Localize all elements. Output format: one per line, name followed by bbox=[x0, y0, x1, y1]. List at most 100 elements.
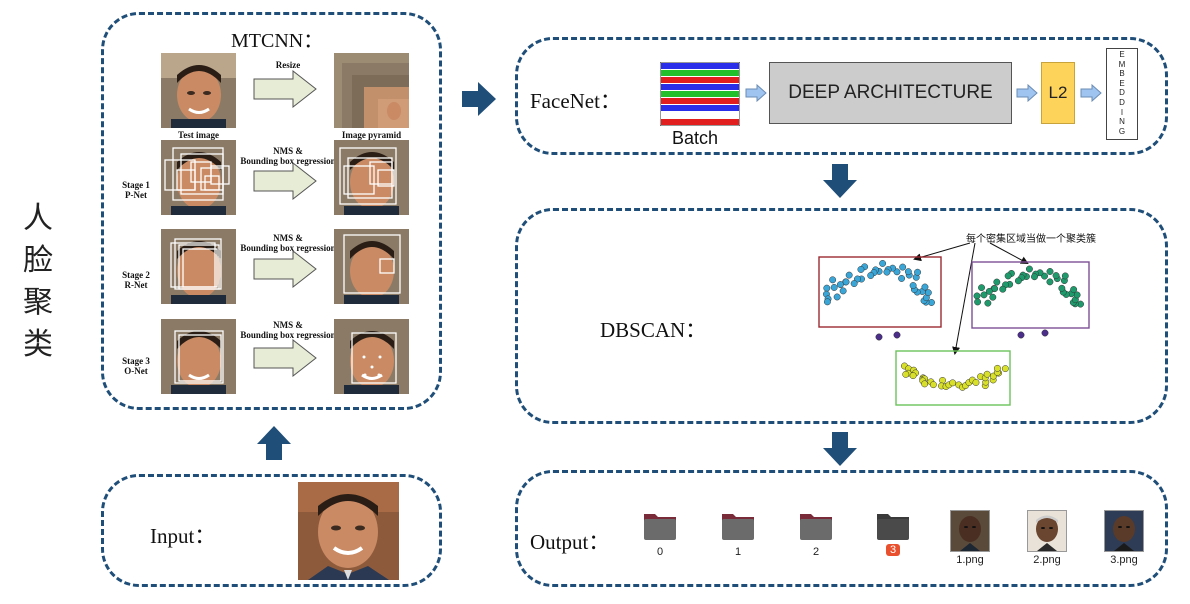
embedding-letter: I bbox=[1120, 107, 1124, 117]
cluster-point bbox=[899, 263, 907, 271]
dbscan-annotation: 每个密集区域当做一个聚类簇 bbox=[966, 234, 1096, 245]
folder-0[interactable]: 0 bbox=[640, 510, 680, 558]
embedding-letter: D bbox=[1119, 97, 1125, 107]
cluster-point bbox=[839, 287, 847, 295]
batch-label: Batch bbox=[672, 128, 719, 148]
cluster-point bbox=[829, 276, 837, 284]
cluster-point bbox=[978, 284, 985, 292]
cluster-point bbox=[921, 283, 929, 291]
mtcnn-panel bbox=[101, 12, 442, 410]
cluster-point bbox=[836, 281, 844, 289]
embedding-letter: E bbox=[1119, 78, 1125, 88]
noise-point bbox=[875, 333, 883, 341]
embedding-letter: B bbox=[1119, 69, 1125, 79]
cluster-point bbox=[857, 266, 865, 273]
stage1-name: Stage 1 bbox=[122, 180, 150, 190]
cluster-point bbox=[973, 292, 981, 300]
deep-architecture-box: DEEP ARCHITECTURE bbox=[769, 62, 1012, 124]
cluster-point bbox=[991, 285, 999, 293]
stage3-label: Stage 3 O-Net bbox=[113, 356, 159, 376]
cluster-point bbox=[902, 370, 910, 378]
folder-2[interactable]: 2 bbox=[796, 510, 836, 558]
cluster-point bbox=[1058, 284, 1066, 292]
down-arrow-1 bbox=[823, 164, 857, 198]
cluster-point bbox=[823, 298, 831, 306]
cluster-point bbox=[1046, 278, 1054, 286]
stage2-output-face bbox=[334, 229, 409, 304]
cluster-point bbox=[1052, 272, 1060, 280]
file-thumbnail bbox=[1104, 510, 1144, 552]
cluster-point bbox=[904, 268, 912, 276]
cluster-point bbox=[850, 280, 858, 288]
cluster-point bbox=[985, 287, 993, 295]
input-label: Input： bbox=[150, 524, 216, 548]
cluster-point bbox=[972, 379, 980, 386]
side-title-char: 人 bbox=[23, 201, 53, 236]
bbox-text: Bounding box regression bbox=[240, 330, 336, 340]
folder-icon bbox=[644, 514, 676, 540]
cluster-points-yellow bbox=[901, 362, 1009, 391]
down-arrow-2 bbox=[823, 432, 857, 466]
cluster-point bbox=[999, 285, 1007, 293]
side-title-char: 聚 bbox=[23, 285, 53, 320]
dbscan-label: DBSCAN： bbox=[600, 318, 707, 342]
output-panel bbox=[515, 470, 1168, 587]
bbox-text: Bounding box regression bbox=[240, 156, 336, 166]
cluster-point bbox=[983, 370, 991, 378]
stage3-net: O-Net bbox=[124, 366, 148, 376]
batch-to-deep-arrow bbox=[745, 84, 767, 102]
folder-3[interactable]: 3 bbox=[873, 510, 913, 556]
cluster-point bbox=[845, 271, 853, 279]
right-arrow bbox=[462, 82, 496, 116]
cluster-point bbox=[993, 364, 1001, 372]
facenet-panel bbox=[515, 37, 1168, 155]
cluster-point bbox=[949, 379, 957, 387]
resize-arrow bbox=[253, 70, 317, 108]
file-3[interactable]: 3.png bbox=[1101, 510, 1147, 566]
cluster-point bbox=[974, 298, 982, 306]
folder-label: 2 bbox=[812, 546, 820, 558]
batch-stack bbox=[660, 62, 740, 126]
cluster-point bbox=[1004, 272, 1012, 280]
embedding-letter: E bbox=[1119, 50, 1125, 59]
cluster-point bbox=[993, 278, 1001, 286]
folder-1[interactable]: 1 bbox=[718, 510, 758, 558]
stage1-input-face bbox=[161, 140, 236, 215]
stage3-input-face bbox=[161, 319, 236, 394]
file-name: 3.png bbox=[1110, 554, 1138, 566]
noise-point bbox=[893, 331, 901, 339]
stage2-arrow bbox=[253, 250, 317, 288]
cluster-point bbox=[1031, 273, 1038, 281]
cluster-point bbox=[842, 278, 850, 286]
cluster-point bbox=[898, 275, 906, 282]
annotation-arrow bbox=[989, 242, 1029, 264]
cluster-box-teal bbox=[971, 261, 1090, 329]
cluster-point bbox=[867, 272, 875, 279]
cluster-point bbox=[929, 381, 937, 389]
stage1-nms-label: NMS & Bounding box regression bbox=[230, 146, 346, 166]
file-1[interactable]: 1.png bbox=[947, 510, 993, 566]
cluster-point bbox=[909, 372, 917, 380]
stage3-output-face bbox=[334, 319, 409, 394]
embedding-letter: M bbox=[1118, 59, 1126, 69]
l2-box: L2 bbox=[1041, 62, 1075, 124]
noise-points bbox=[875, 329, 1049, 341]
side-title-char: 类 bbox=[23, 327, 53, 362]
cluster-point bbox=[879, 260, 887, 267]
bbox-text: Bounding box regression bbox=[240, 243, 336, 253]
cluster-point bbox=[833, 293, 841, 301]
input-face-image bbox=[298, 482, 399, 580]
stage2-nms-label: NMS & Bounding box regression bbox=[230, 233, 346, 253]
cluster-point bbox=[939, 376, 946, 384]
stage1-label: Stage 1 P-Net bbox=[113, 180, 159, 200]
cluster-point bbox=[1070, 286, 1078, 293]
file-2[interactable]: 2.png bbox=[1024, 510, 1070, 566]
pyramid-image bbox=[334, 53, 409, 128]
cluster-point bbox=[980, 291, 988, 299]
facenet-label: FaceNet： bbox=[530, 89, 621, 113]
file-name: 2.png bbox=[1033, 554, 1061, 566]
image-pyramid-label: Image pyramid bbox=[341, 130, 402, 140]
folder-label: 1 bbox=[734, 546, 742, 558]
nms-text: NMS & bbox=[273, 146, 303, 156]
folder-label: 0 bbox=[656, 546, 664, 558]
